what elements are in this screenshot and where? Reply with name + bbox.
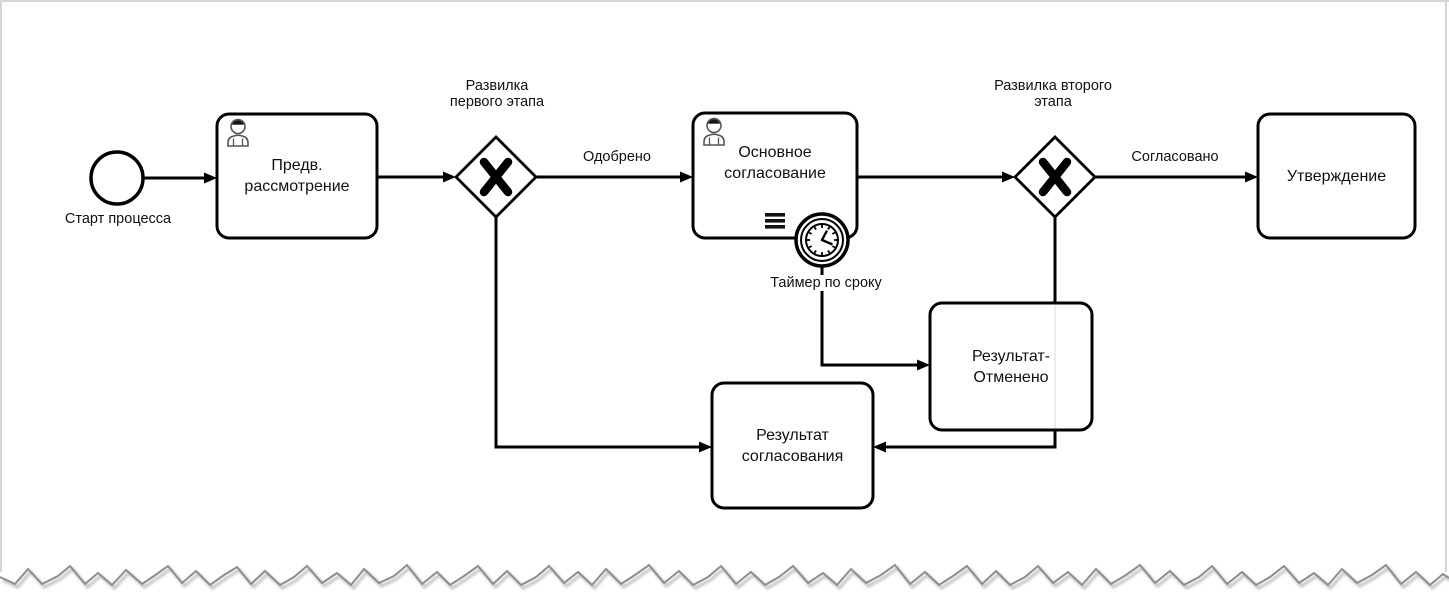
arrowhead-icon: [917, 359, 930, 371]
flow-preliminary-to-gateway1: [377, 171, 456, 183]
flow-main-approval-to-gateway2: [857, 171, 1015, 183]
flow-approved-label: Одобрено: [581, 149, 653, 165]
task-preliminary-review: [215, 112, 379, 240]
arrowhead-icon: [873, 441, 886, 453]
torn-edge: [0, 563, 1449, 591]
flow-agreed-label: Согласовано: [1129, 149, 1221, 165]
flow-gateway2-agreed: [1095, 171, 1258, 183]
gateway-first-stage: [454, 135, 538, 219]
screenshot-frame: [0, 0, 1449, 572]
gateway-second-stage-label: Развилка второго этапа: [994, 78, 1112, 110]
flow-gateway1-approved: [536, 171, 693, 183]
gateway-x-icon: [479, 157, 513, 197]
task-approval-result-label: Результат согласования: [741, 426, 844, 465]
timer-boundary-event-label: Таймер по сроку: [768, 275, 884, 291]
task-approval: [1256, 112, 1417, 240]
task-approval-label: Утверждение: [1286, 167, 1387, 185]
flow-start-to-preliminary: [143, 172, 217, 184]
timer-icon: [794, 212, 850, 268]
task-main-approval-label: Основное согласование: [724, 144, 826, 182]
arrowhead-icon: [680, 171, 693, 183]
start-event: [89, 150, 145, 206]
user-icon: [227, 118, 249, 147]
arrowhead-icon: [1002, 171, 1015, 183]
gateway-first-stage-label: Развилка первого этапа: [449, 78, 545, 110]
task-result-cancelled: [928, 301, 1094, 432]
flow-timer-to-result-cancelled: [820, 267, 930, 371]
task-result-cancelled-label: Результат- Отменено: [971, 347, 1051, 386]
user-icon: [703, 117, 725, 146]
gateway-second-stage: [1013, 135, 1097, 219]
gateway-x-icon: [1038, 157, 1072, 197]
sequence-flows: [143, 171, 1258, 453]
task-preliminary-review-label: Предв. рассмотрение: [244, 157, 350, 195]
flow-gateway1-to-approval-result: [494, 217, 712, 453]
task-main-approval: [691, 111, 859, 240]
task-approval-result: [710, 381, 875, 510]
arrowhead-icon: [443, 171, 456, 183]
multi-instance-sequential-icon: [765, 213, 785, 229]
start-event-label: Старт процесса: [64, 211, 172, 227]
arrowhead-icon: [699, 441, 712, 453]
arrowhead-icon: [1245, 171, 1258, 183]
arrowhead-icon: [204, 172, 217, 184]
flow-result-cancelled-to-approval-result: [873, 430, 1057, 453]
